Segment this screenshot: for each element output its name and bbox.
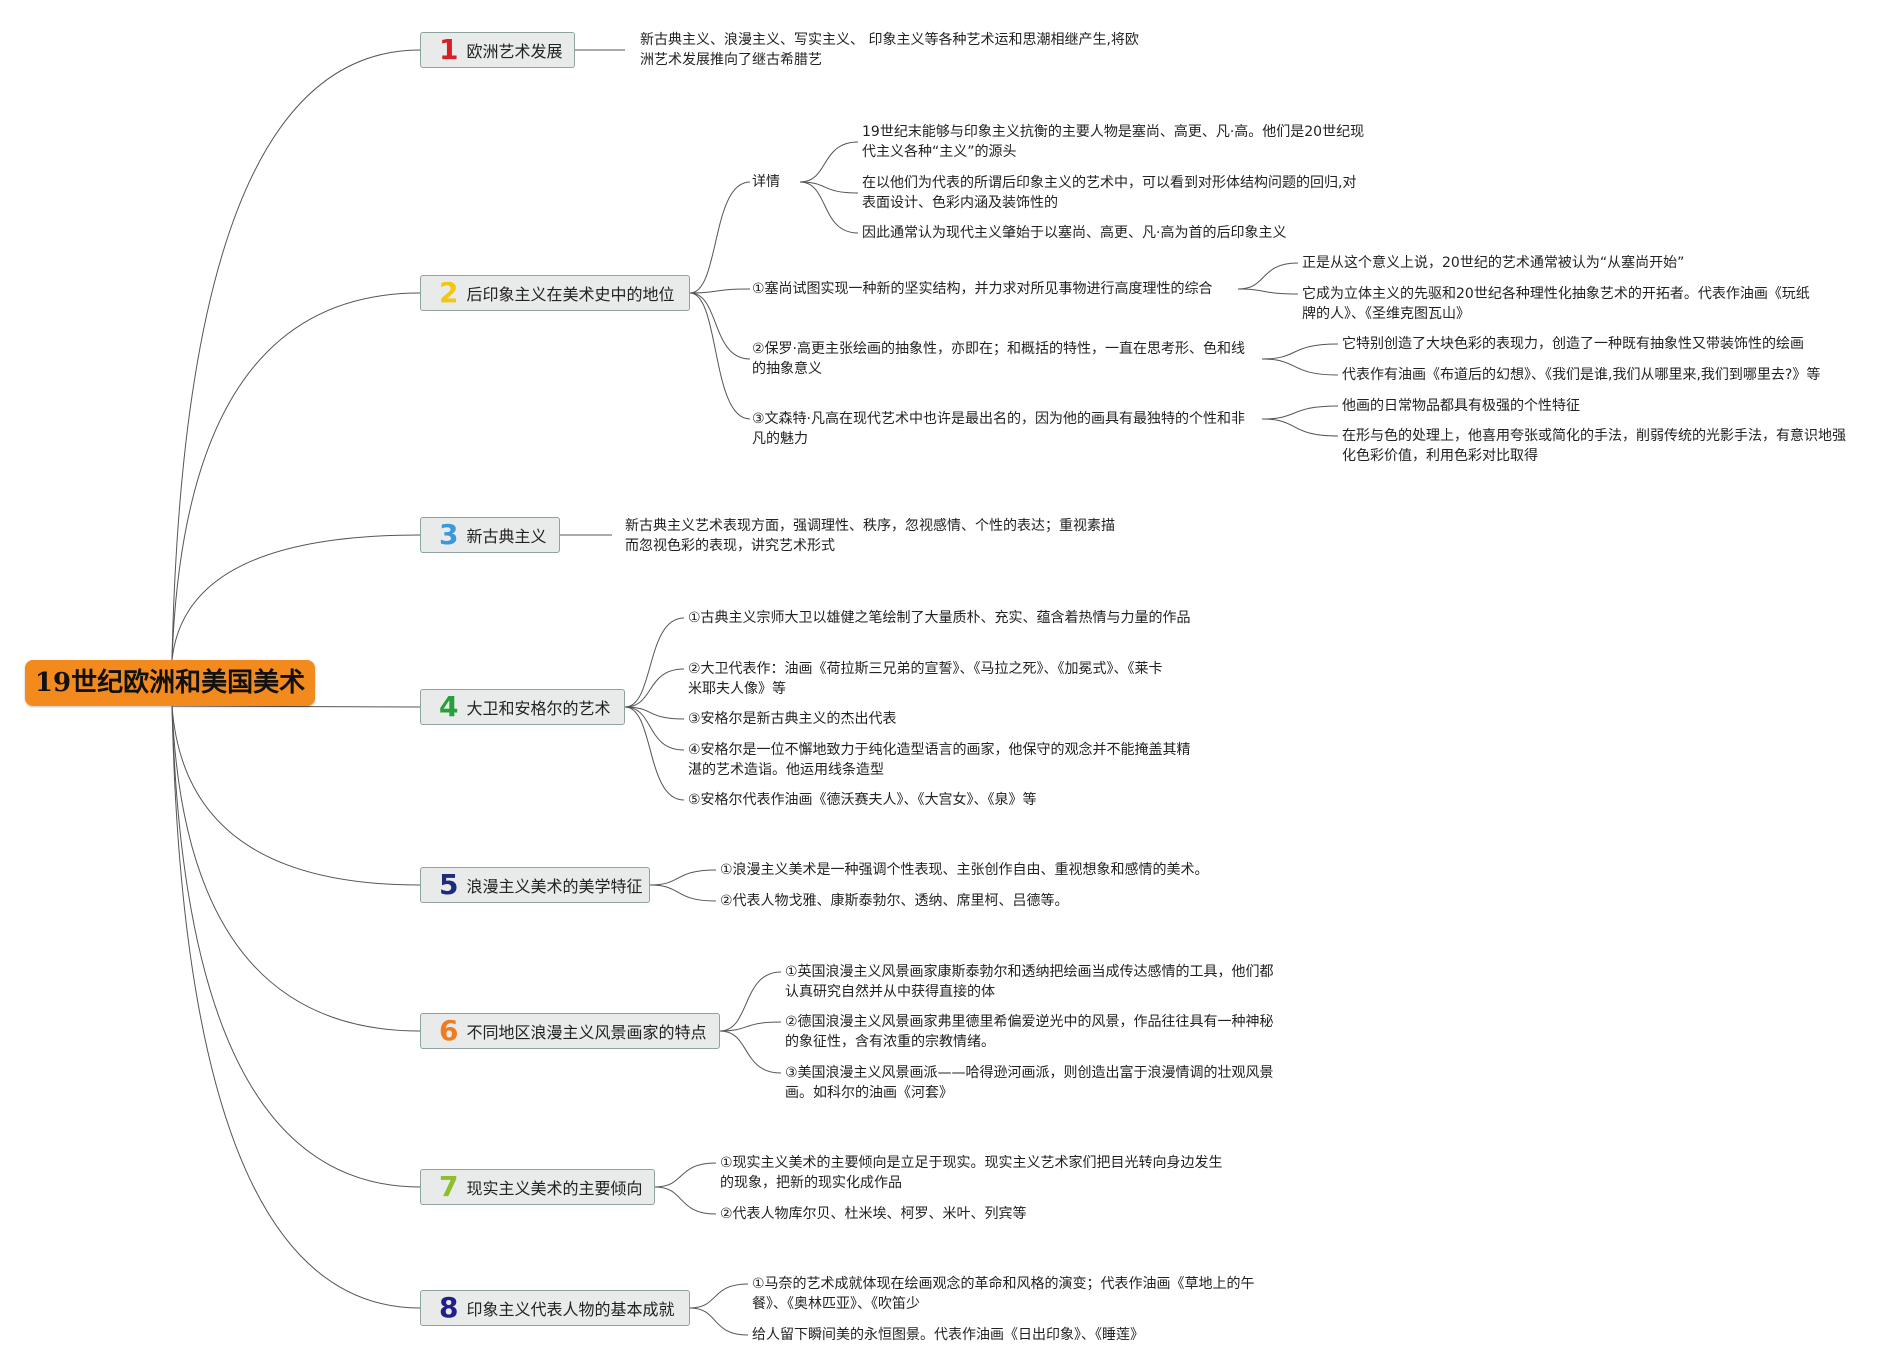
branch-2-gauguin-item-2[interactable]: 代表作有油画《布道后的幻想》、《我们是谁,我们从哪里来,我们到哪里去?》等	[1342, 367, 1821, 383]
branch-3-label: 新古典主义	[466, 527, 547, 546]
branch-2-details-item-2[interactable]: 在以他们为代表的所谓后印象主义的艺术中，可以看到对形体结构问题的回归,对表面设计…	[862, 175, 1357, 211]
branch-2-cezanne[interactable]: ①塞尚试图实现一种新的坚实结构，并力求对所见事物进行高度理性的综合	[752, 281, 1213, 297]
b2-c-details	[689, 181, 751, 294]
branch-2-label: 后印象主义在美术史中的地位	[466, 285, 675, 304]
b2-g-2	[1261, 358, 1339, 376]
b8-c-2	[689, 1307, 749, 1336]
b2-d-1	[799, 141, 859, 183]
b6-c-3	[719, 1030, 782, 1074]
b2-c-cezanne	[689, 288, 751, 294]
b4-c-1	[624, 617, 685, 708]
b8-c-1	[689, 1283, 749, 1309]
branch-2-details-node[interactable]: 详情	[752, 174, 780, 190]
number-2-icon: 2	[439, 276, 459, 309]
branch-3[interactable]: 3 新古典主义	[420, 517, 560, 553]
branch-4-item-5[interactable]: ⑤安格尔代表作油画《德沃赛夫人》、《大宫女》、《泉》等	[688, 792, 1037, 808]
b2-v-1	[1261, 405, 1339, 420]
trunk-branch-6	[171, 705, 421, 1032]
number-8-icon: 8	[439, 1291, 459, 1324]
branch-5-label: 浪漫主义美术的美学特征	[466, 877, 643, 896]
branch-4[interactable]: 4 大卫和安格尔的艺术	[420, 689, 625, 725]
trunk-branch-3	[171, 534, 421, 661]
branch-5-item-1[interactable]: ①浪漫主义美术是一种强调个性表现、主张创作自由、重视想象和感情的美术。	[720, 862, 1209, 878]
number-7-icon: 7	[439, 1170, 459, 1203]
number-1-icon: 1	[439, 33, 459, 66]
b2-c-gauguin	[689, 292, 751, 360]
branch-2[interactable]: 2 后印象主义在美术史中的地位	[420, 275, 690, 311]
branch-2-gauguin-item-1[interactable]: 它特别创造了大块色彩的表现力，创造了一种既有抽象性又带装饰性的绘画	[1342, 336, 1804, 352]
b4-c-5	[624, 706, 685, 801]
b4-c-4	[624, 706, 685, 751]
b7-c-2	[654, 1186, 717, 1215]
b2-g-1	[1261, 343, 1339, 360]
branch-8-item-2[interactable]: 给人留下瞬间美的永恒图景。代表作油画《日出印象》、《睡莲》	[752, 1327, 1144, 1343]
central-topic[interactable]: 19世纪欧洲和美国美术	[25, 660, 315, 706]
branch-4-item-3[interactable]: ③安格尔是新古典主义的杰出代表	[688, 711, 897, 727]
branch-1-detail[interactable]: 新古典主义、浪漫主义、写实主义、 印象主义等各种艺术运和思潮相继产生,将欧洲艺术…	[640, 32, 1139, 68]
branch-6-item-2[interactable]: ②德国浪漫主义风景画家弗里德里希偏爱逆光中的风景，作品往往具有一种神秘的象征性，…	[785, 1014, 1274, 1050]
b4-c-2	[624, 668, 685, 708]
trunk-branch-2	[171, 292, 421, 661]
b6-c-2	[719, 1021, 782, 1032]
branch-1[interactable]: 1 欧洲艺术发展	[420, 32, 575, 68]
branch-3-detail[interactable]: 新古典主义艺术表现方面，强调理性、秩序，忽视感情、个性的表达；重视素描而忽视色彩…	[625, 518, 1115, 554]
branch-2-vangogh[interactable]: ③文森特·凡高在现代艺术中也许是最出名的，因为他的画具有最独特的个性和非凡的魅力	[752, 411, 1245, 447]
branch-8[interactable]: 8 印象主义代表人物的基本成就	[420, 1290, 690, 1326]
b4-c-3	[624, 706, 685, 720]
branch-7-label: 现实主义美术的主要倾向	[466, 1179, 643, 1198]
branch-7[interactable]: 7 现实主义美术的主要倾向	[420, 1169, 655, 1205]
branch-4-label: 大卫和安格尔的艺术	[466, 699, 611, 718]
trunk-branch-8	[171, 705, 421, 1309]
branch-6-item-1[interactable]: ①英国浪漫主义风景画家康斯泰勃尔和透纳把绘画当成传达感情的工具，他们都认真研究自…	[785, 964, 1274, 1000]
b2-d-2	[799, 181, 859, 194]
branch-4-item-4[interactable]: ④安格尔是一位不懈地致力于纯化造型语言的画家，他保守的观念并不能掩盖其精湛的艺术…	[688, 742, 1191, 778]
branch-2-cezanne-item-1[interactable]: 正是从这个意义上说，20世纪的艺术通常被认为“从塞尚开始”	[1302, 255, 1685, 271]
b5-c-2	[649, 884, 717, 902]
b5-c-1	[649, 869, 717, 886]
b2-d-3	[799, 181, 859, 234]
b2-v-2	[1261, 418, 1339, 437]
branch-2-cezanne-item-2[interactable]: 它成为立体主义的先驱和20世纪各种理性化抽象艺术的开拓者。代表作油画《玩纸牌的人…	[1302, 286, 1810, 322]
number-3-icon: 3	[439, 518, 459, 551]
branch-6-item-3[interactable]: ③美国浪漫主义风景画派——哈得逊河画派，则创造出富于浪漫情调的壮观风景画。如科尔…	[785, 1065, 1274, 1101]
branch-5[interactable]: 5 浪漫主义美术的美学特征	[420, 867, 650, 903]
branch-2-vangogh-item-2[interactable]: 在形与色的处理上，他喜用夸张或简化的手法，削弱传统的光影手法，有意识地强化色彩价…	[1342, 428, 1846, 464]
branch-7-item-2[interactable]: ②代表人物库尔贝、杜米埃、柯罗、米叶、列宾等	[720, 1206, 1027, 1222]
branch-8-label: 印象主义代表人物的基本成就	[466, 1300, 675, 1319]
trunk-branch-5	[171, 705, 421, 886]
branch-2-details-item-3[interactable]: 因此通常认为现代主义肇始于以塞尚、高更、凡·高为首的后印象主义	[862, 225, 1287, 241]
trunk-branch-4	[171, 705, 421, 708]
branch-5-item-2[interactable]: ②代表人物戈雅、康斯泰勃尔、透纳、席里柯、吕德等。	[720, 893, 1069, 909]
b2-cz-2	[1237, 288, 1299, 295]
b6-c-1	[719, 971, 782, 1032]
number-4-icon: 4	[439, 690, 459, 723]
branch-2-details-item-1[interactable]: 19世纪末能够与印象主义抗衡的主要人物是塞尚、高更、凡·高。他们是20世纪现代主…	[862, 124, 1365, 160]
branch-4-item-1[interactable]: ①古典主义宗师大卫以雄健之笔绘制了大量质朴、充实、蕴含着热情与力量的作品	[688, 610, 1191, 626]
trunk-branch-1	[171, 49, 421, 661]
branch-6[interactable]: 6 不同地区浪漫主义风景画家的特点	[420, 1013, 720, 1049]
trunk-branch-7	[171, 705, 421, 1188]
branch-7-item-1[interactable]: ①现实主义美术的主要倾向是立足于现实。现实主义艺术家们把目光转向身边发生的现象，…	[720, 1155, 1223, 1191]
b2-cz-1	[1237, 262, 1299, 290]
number-6-icon: 6	[439, 1014, 459, 1047]
branch-6-label: 不同地区浪漫主义风景画家的特点	[466, 1023, 707, 1042]
branch-4-item-2[interactable]: ②大卫代表作：油画《荷拉斯三兄弟的宣誓》、《马拉之死》、《加冕式》、《莱卡米耶夫…	[688, 661, 1163, 697]
branch-2-vangogh-item-1[interactable]: 他画的日常物品都具有极强的个性特征	[1342, 398, 1580, 414]
number-5-icon: 5	[439, 868, 459, 901]
branch-1-label: 欧洲艺术发展	[466, 42, 563, 61]
b2-c-vangogh	[689, 292, 751, 420]
branch-8-item-1[interactable]: ①马奈的艺术成就体现在绘画观念的革命和风格的演变；代表作油画《草地上的午餐》、《…	[752, 1276, 1255, 1312]
b7-c-1	[654, 1162, 717, 1188]
branch-2-gauguin[interactable]: ②保罗·高更主张绘画的抽象性，亦即在；和概括的特性，一直在思考形、色和线的抽象意…	[752, 341, 1245, 377]
